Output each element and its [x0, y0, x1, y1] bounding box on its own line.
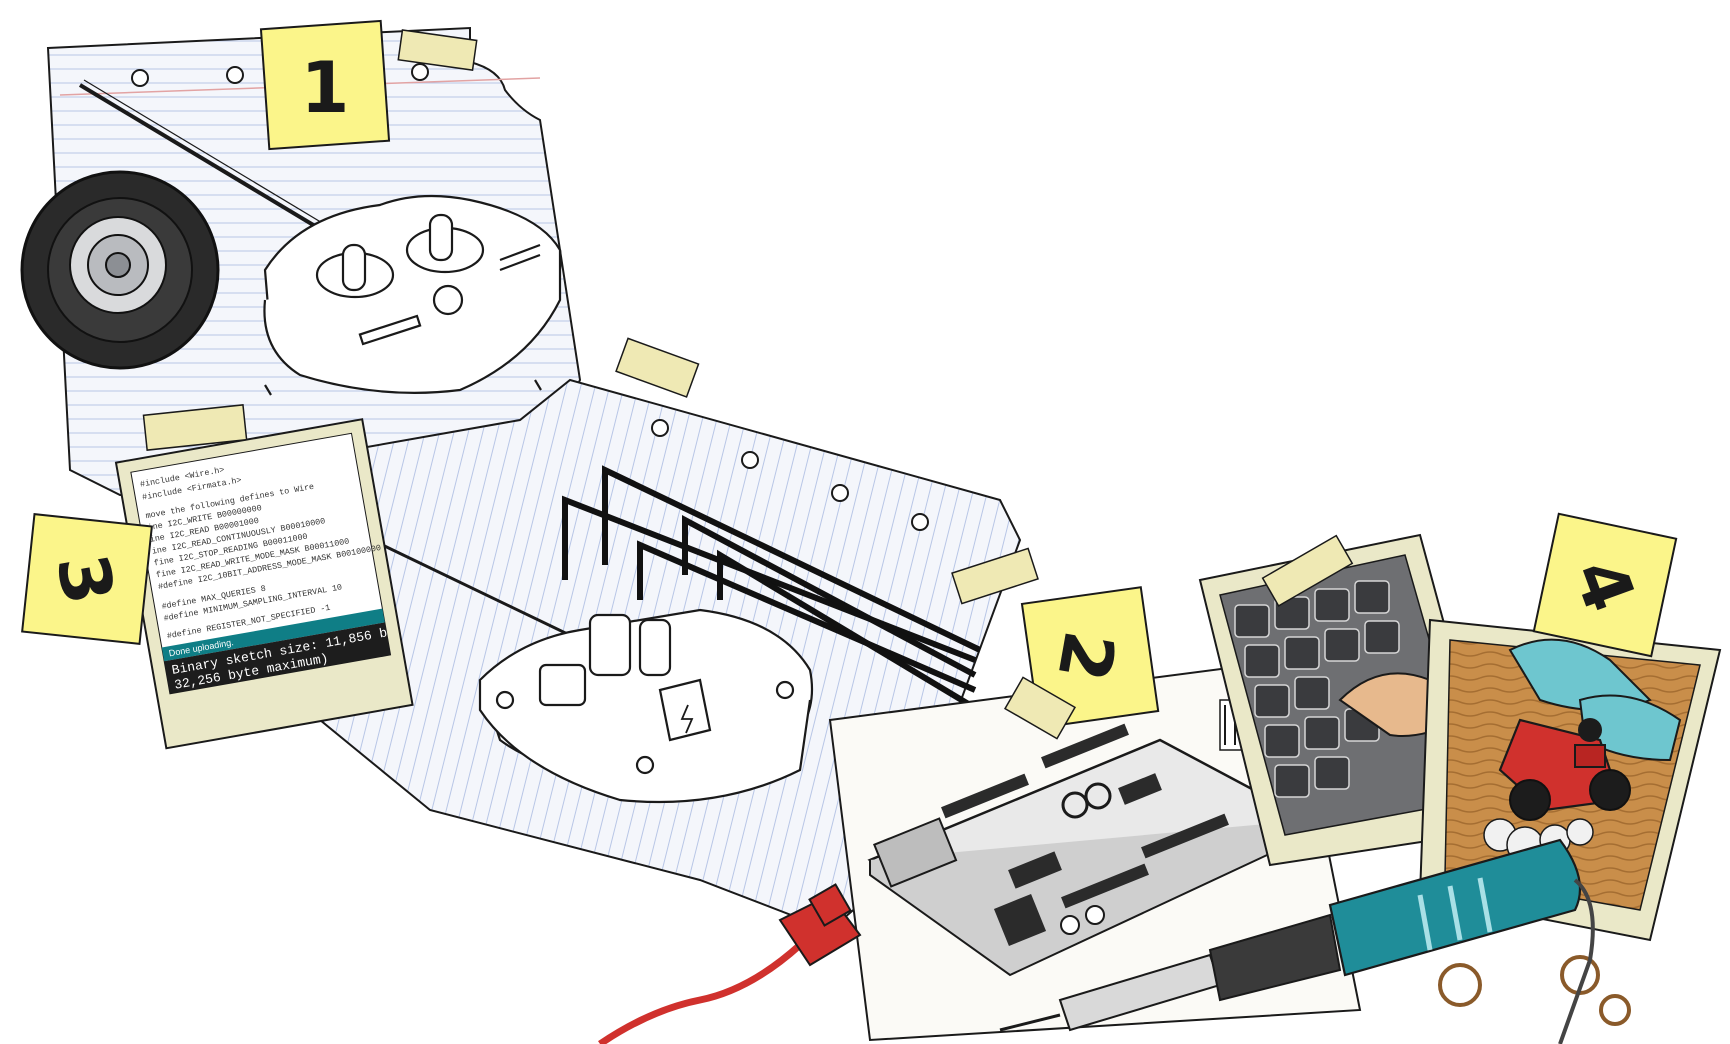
sticky-note-1-label: 1: [301, 47, 350, 129]
remote-control-drawing: [78, 79, 562, 451]
code-screenshot-photo: #include <Wire.h> #include <Firmata.h> m…: [114, 418, 414, 750]
sticky-note-2: 2: [1003, 586, 1160, 740]
usb-cable-icon: [598, 883, 862, 1044]
tape-strip: [142, 404, 248, 451]
sticky-note-3: 3: [21, 513, 153, 645]
rc-tire-icon: [20, 170, 220, 370]
soldering-iron-icon: [999, 838, 1595, 1044]
scorch-marks: [1438, 955, 1631, 1026]
jumper-wires: [562, 465, 982, 708]
rc-car-chassis-drawing: [319, 513, 814, 804]
sticky-note-1: 1: [259, 19, 478, 151]
sticky-note-4: 4: [1532, 512, 1678, 658]
